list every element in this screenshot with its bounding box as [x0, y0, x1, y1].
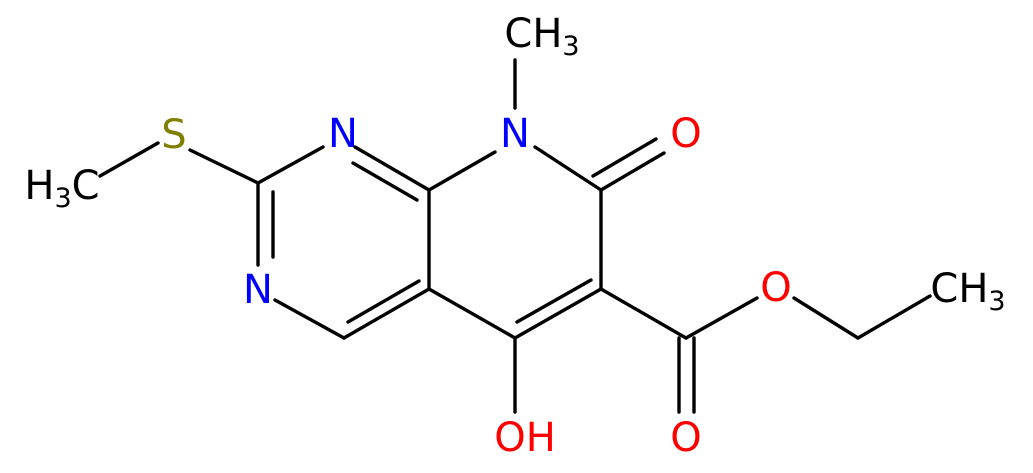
atom-nch3-main: CH: [504, 11, 562, 57]
bond-ch3-s: [98, 141, 160, 178]
bond-s-c2: [188, 148, 260, 185]
bond-n1-c8a-double: [351, 161, 419, 202]
bond-c6-c5: [513, 287, 603, 340]
bond-n3-c4: [273, 298, 346, 340]
bond-c8a-n8: [427, 150, 497, 192]
atom-sch3: H3C: [24, 163, 99, 214]
bond-c7-o: [599, 151, 666, 192]
bond-c4-c4a: [342, 287, 431, 340]
atom-o-keto: O: [670, 111, 701, 157]
atom-ethyl-ch3: CH3: [930, 266, 1005, 317]
atom-nch3: CH3: [504, 11, 579, 62]
bond-oest-ch2: [792, 296, 860, 340]
bond-c6-c5-double: [515, 278, 593, 324]
bond-n1-c8a: [353, 145, 431, 192]
bond-n8-c7: [533, 145, 603, 192]
bond-c4-c4a-double: [346, 279, 421, 324]
atom-nch3-sub: 3: [562, 31, 579, 62]
atom-ethyl-sub: 3: [988, 286, 1005, 317]
atom-o-carbonyl: O: [670, 415, 701, 461]
atom-sch3-c: C: [72, 163, 100, 209]
bond-c6-cest: [599, 287, 688, 340]
atom-o-ester: O: [760, 265, 791, 311]
atom-sch3-sub: 3: [54, 183, 71, 214]
atom-ethyl-main: CH: [930, 266, 988, 312]
atom-n1: N: [328, 111, 358, 157]
bond-ch2-ch3: [856, 294, 932, 340]
bond-c7-o-double: [591, 137, 658, 178]
atom-n8: N: [500, 111, 530, 157]
bond-c2-n1: [256, 145, 325, 185]
atom-s: S: [161, 112, 186, 158]
bond-c4a-c5: [427, 287, 517, 340]
atom-sch3-h: H: [24, 163, 54, 209]
atom-oh: OH: [494, 415, 556, 461]
bond-cest-oest: [684, 296, 759, 340]
atom-n3: N: [243, 267, 273, 313]
bond-lines: [98, 58, 932, 414]
